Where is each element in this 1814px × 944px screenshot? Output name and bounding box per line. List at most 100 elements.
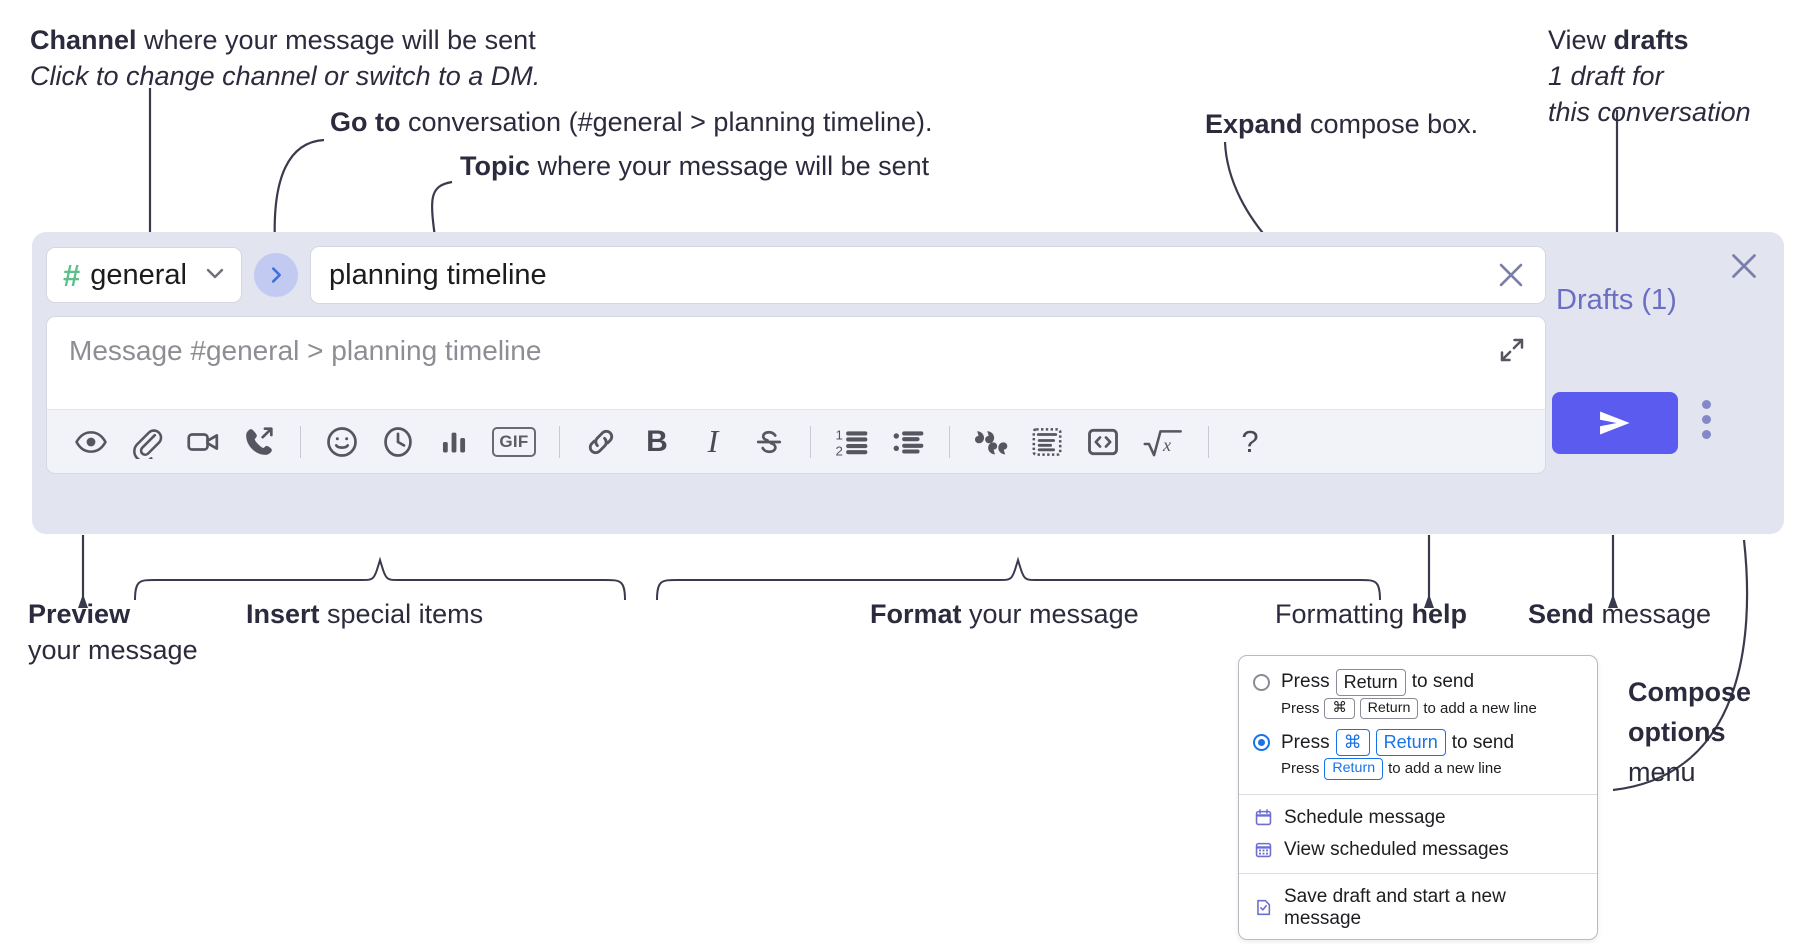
link-icon [588, 429, 614, 454]
key-command-1: ⌘ [1324, 697, 1355, 720]
separator-4 [949, 425, 950, 458]
menu-item-label: Save draft and start a new message [1284, 885, 1506, 929]
annotation-expand: Expand compose box. [1205, 106, 1478, 142]
record-video-button[interactable] [175, 414, 231, 470]
clock-icon [384, 426, 412, 457]
key-return-2: Return [1359, 697, 1419, 720]
calendar-grid-icon [1253, 840, 1273, 860]
radio-cmd-return[interactable] [1253, 734, 1270, 752]
separator-5 [1208, 425, 1209, 458]
annotation-expand-rest: compose box. [1302, 109, 1479, 139]
code-inline-icon [1088, 428, 1118, 455]
annotation-goto-rest: conversation (#general > planning timeli… [400, 107, 933, 137]
send-option-cmd-return[interactable]: Press ⌘ Return to send [1239, 726, 1597, 756]
italic-button[interactable]: I [685, 414, 741, 470]
compose-header-row: # general planning timeline [46, 246, 1546, 304]
send-button[interactable] [1552, 392, 1678, 454]
emoji-button[interactable] [314, 414, 370, 470]
channel-selector[interactable]: # general [46, 247, 242, 303]
annotation-compose-options-bold2: options [1628, 717, 1726, 747]
annotation-preview: Preview your message [28, 596, 198, 668]
annotation-compose-options-bold1: Compose [1628, 677, 1752, 707]
code-block-icon [1032, 427, 1062, 456]
send-option-return-label: Press Return to send [1281, 669, 1474, 696]
blockquote-button[interactable] [963, 414, 1019, 470]
gif-button[interactable]: GIF [482, 414, 546, 470]
math-button[interactable]: x [1131, 414, 1195, 470]
code-button[interactable] [1075, 414, 1131, 470]
bulleted-list-button[interactable] [880, 414, 936, 470]
kebab-dot-2 [1702, 415, 1711, 424]
italic-label: I [707, 423, 719, 459]
send-option-return[interactable]: Press Return to send [1239, 666, 1597, 696]
topic-clear-icon[interactable] [1491, 255, 1531, 295]
paperclip-icon [133, 428, 163, 459]
gif-label: GIF [492, 426, 536, 457]
ordered-list-button[interactable]: 1 2 [824, 414, 880, 470]
goto-conversation-button[interactable] [254, 253, 298, 297]
compose-options-menu: Press Return to send Press ⌘ Return to a… [1238, 655, 1598, 940]
annotation-topic: Topic where your message will be sent [460, 148, 929, 184]
poll-button[interactable] [426, 414, 482, 470]
square-root-icon: x [1143, 429, 1182, 456]
menu-divider-1 [1239, 793, 1597, 795]
strikethrough-button[interactable] [741, 414, 797, 470]
menu-item-view-scheduled-messages[interactable]: View scheduled messages [1239, 834, 1597, 866]
calendar-icon [1253, 808, 1273, 828]
key-return-1: Return [1335, 669, 1406, 696]
message-placeholder: Message #general > planning timeline [69, 335, 542, 366]
kebab-dot-1 [1702, 400, 1711, 409]
smiley-icon [327, 426, 357, 457]
annotation-topic-bold: Topic [460, 151, 530, 181]
topic-value: planning timeline [329, 258, 547, 291]
annotation-drafts-sub2: this conversation [1548, 97, 1751, 127]
annotation-format-rest: your message [961, 599, 1139, 629]
phone-forward-icon [246, 426, 273, 455]
preview-button[interactable] [63, 414, 119, 470]
annotation-drafts-pre: View [1548, 25, 1614, 55]
formatting-help-button[interactable]: ? [1222, 414, 1278, 470]
bold-button[interactable]: B [629, 414, 685, 470]
separator-2 [559, 425, 560, 458]
compose-options-button[interactable] [1702, 400, 1711, 439]
chevron-down-icon [203, 261, 227, 290]
annotation-drafts: View drafts 1 draft for this conversatio… [1548, 22, 1751, 130]
option1-post: to send [1411, 671, 1475, 693]
attach-file-button[interactable] [119, 414, 175, 470]
option1-sub-pre: Press [1281, 699, 1320, 717]
link-button[interactable] [573, 414, 629, 470]
annotation-goto: Go to conversation (#general > planning … [330, 104, 933, 140]
document-check-icon [1253, 898, 1273, 918]
close-compose-icon[interactable] [1726, 248, 1762, 289]
bold-label: B [646, 424, 668, 458]
schedule-button[interactable] [370, 414, 426, 470]
option1-pre: Press [1281, 671, 1330, 693]
drafts-link[interactable]: Drafts (1) [1556, 284, 1677, 316]
annotation-insert-rest: special items [319, 599, 484, 629]
annotation-send-rest: message [1594, 599, 1712, 629]
option2-sub-pre: Press [1281, 760, 1320, 778]
message-input[interactable]: Message #general > planning timeline [47, 317, 1545, 409]
code-block-button[interactable] [1019, 414, 1075, 470]
svg-text:x: x [1162, 435, 1171, 455]
annotation-insert: Insert special items [246, 596, 483, 632]
expand-icon[interactable] [1497, 335, 1527, 370]
annotation-preview-bold: Preview [28, 599, 131, 629]
record-audio-button[interactable] [231, 414, 287, 470]
annotation-compose-options: Compose options menu [1628, 672, 1751, 792]
separator-1 [300, 425, 301, 458]
key-return-3: Return [1375, 729, 1446, 756]
send-option-cmd-return-hint: Press Return to add a new line [1239, 756, 1597, 787]
annotation-topic-rest: where your message will be sent [530, 151, 930, 181]
menu-item-schedule-message[interactable]: Schedule message [1239, 802, 1597, 834]
menu-divider-2 [1239, 872, 1597, 874]
annotation-format: Format your message [870, 596, 1139, 632]
hash-icon: # [63, 257, 81, 293]
ordered-list-icon: 1 2 [836, 427, 868, 458]
radio-return[interactable] [1253, 673, 1270, 691]
channel-name-label: general [90, 258, 187, 291]
annotation-drafts-bold: drafts [1613, 25, 1689, 55]
menu-item-save-draft[interactable]: Save draft and start a new message [1239, 881, 1597, 939]
topic-input[interactable]: planning timeline [310, 246, 1546, 304]
